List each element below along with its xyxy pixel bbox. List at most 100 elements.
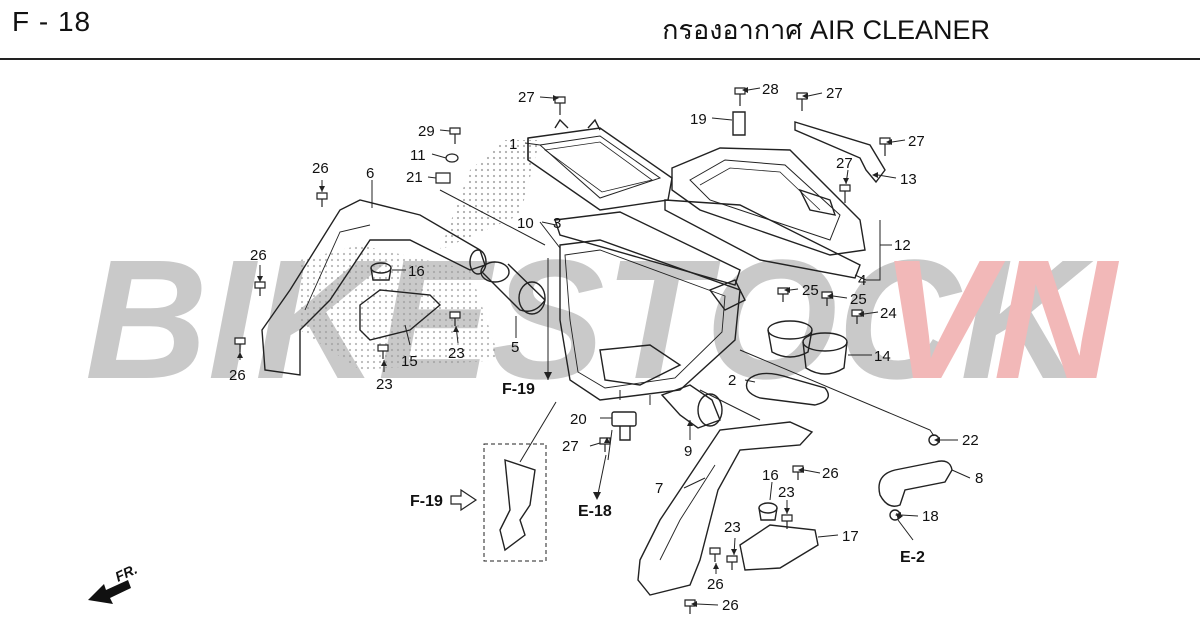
ref-f19-a: F-19 <box>502 381 535 398</box>
air-duct-part <box>261 199 487 376</box>
bracket-dashed-box <box>483 443 547 562</box>
grommet-16 <box>370 262 392 281</box>
callout-17: 17 <box>842 528 859 545</box>
screw-26c <box>234 337 246 352</box>
screw-27a <box>554 96 566 115</box>
lower-air-duct-7 <box>637 421 814 596</box>
front-arrow-icon <box>88 580 131 604</box>
mounting-bracket <box>499 458 536 552</box>
callout-13: 13 <box>900 171 917 188</box>
callout-23a: 23 <box>448 345 465 362</box>
air-cleaner-cover-part <box>671 147 866 256</box>
sensor-20 <box>611 411 637 441</box>
callout-26f: 26 <box>722 597 739 614</box>
callout-15: 15 <box>401 353 418 370</box>
front-label: FR. <box>113 561 140 585</box>
callout-23d: 23 <box>724 519 741 536</box>
ref-e2: E-2 <box>900 549 925 566</box>
watermark-accent-text: VN <box>880 225 1119 415</box>
callout-16a: 16 <box>408 263 425 280</box>
callout-27b: 27 <box>826 85 843 102</box>
callout-7: 7 <box>655 480 663 497</box>
callout-23c: 23 <box>778 484 795 501</box>
screw-23c <box>781 514 793 529</box>
callout-27a: 27 <box>518 89 535 106</box>
screw-27c <box>879 137 891 156</box>
page-code: F - 18 <box>12 6 92 37</box>
watermark: BIKESTOCK VN <box>85 225 1119 415</box>
callout-3: 3 <box>553 215 561 232</box>
drain-hose-8 <box>878 460 953 507</box>
bolt-28 <box>734 87 746 106</box>
callout-27c: 27 <box>908 133 925 150</box>
callout-27e: 27 <box>562 438 579 455</box>
callout-8: 8 <box>975 470 983 487</box>
callout-26d: 26 <box>822 465 839 482</box>
washer-11 <box>445 153 459 163</box>
callout-19: 19 <box>690 111 707 128</box>
screw-27b <box>796 92 808 111</box>
seal-gasket-3 <box>554 211 741 286</box>
connecting-tube-9 <box>660 384 723 429</box>
callout-18: 18 <box>922 508 939 525</box>
callout-11: 11 <box>410 147 426 164</box>
ref-arrow-icon <box>450 488 478 512</box>
connecting-boots-part <box>767 320 848 375</box>
shading-area-element <box>440 140 540 250</box>
callout-21: 21 <box>406 169 423 186</box>
page-title: กรองอากาศ AIR CLEANER <box>662 15 990 45</box>
screw-26d <box>792 465 804 480</box>
callout-26e: 26 <box>707 576 724 593</box>
screw-23d <box>726 555 738 570</box>
callout-6: 6 <box>366 165 374 182</box>
collar-21 <box>435 172 451 184</box>
callout-labels: 27 1 28 19 27 27 27 13 29 11 21 26 6 10 … <box>229 81 983 614</box>
watermark-main-text: BIKESTOCK <box>85 225 1094 415</box>
air-cleaner-element-part <box>527 118 673 211</box>
callout-12: 12 <box>894 237 911 254</box>
front-direction-indicator: FR. <box>88 561 140 604</box>
screw-25a <box>777 287 789 302</box>
leader-arrowheads <box>237 87 940 607</box>
callout-20: 20 <box>570 411 587 428</box>
callout-27d: 27 <box>836 155 853 172</box>
callout-1: 1 <box>509 136 517 153</box>
bolt-29 <box>449 127 461 144</box>
callout-26a: 26 <box>312 160 329 177</box>
callout-9: 9 <box>684 443 692 460</box>
callout-25b: 25 <box>850 291 867 308</box>
screw-26f <box>684 599 696 614</box>
page-header: F - 18 กรองอากาศ AIR CLEANER <box>0 0 1200 58</box>
intake-funnel-part <box>480 261 546 315</box>
callout-26b: 26 <box>250 247 267 264</box>
bracket-13 <box>794 121 886 184</box>
callout-28: 28 <box>762 81 779 98</box>
callout-26c: 26 <box>229 367 246 384</box>
plate-17 <box>739 524 819 571</box>
grommet-16b <box>758 502 778 521</box>
air-cleaner-housing-part <box>559 239 746 405</box>
screw-27d <box>839 184 851 203</box>
seal-gasket-4 <box>664 199 861 279</box>
cover-plate-15 <box>359 289 442 341</box>
screw-26a <box>316 192 328 207</box>
callout-2: 2 <box>728 372 736 389</box>
callout-24: 24 <box>880 305 897 322</box>
screw-23a <box>449 311 461 326</box>
fitting-19 <box>732 111 746 136</box>
seal-ring-2 <box>745 372 829 406</box>
callout-14: 14 <box>874 348 891 365</box>
header-divider <box>0 58 1200 60</box>
ref-e18: E-18 <box>578 503 612 520</box>
callout-29: 29 <box>418 123 435 140</box>
screw-26b <box>254 281 266 296</box>
shading-area-duct <box>300 245 500 370</box>
screw-23b <box>377 344 389 359</box>
callout-5: 5 <box>511 339 519 356</box>
screw-26e <box>709 547 721 562</box>
callout-22: 22 <box>962 432 979 449</box>
callout-16b: 16 <box>762 467 779 484</box>
callout-25a: 25 <box>802 282 819 299</box>
callout-10: 10 <box>517 215 534 232</box>
